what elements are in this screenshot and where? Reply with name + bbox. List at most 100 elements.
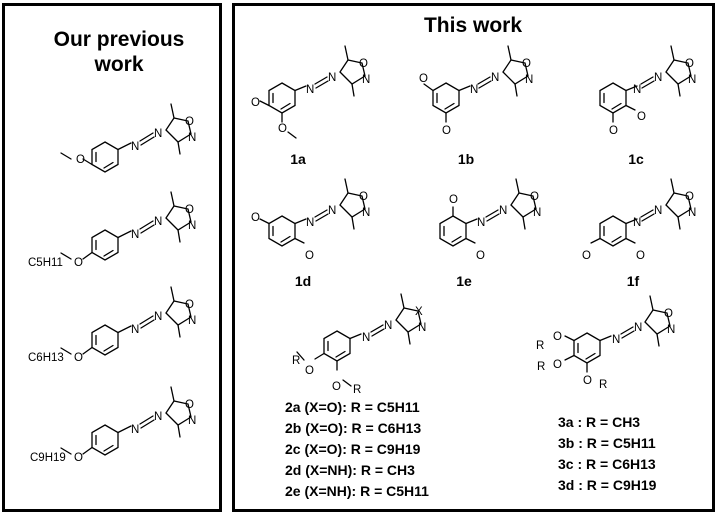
svg-text:O: O: [419, 73, 428, 85]
svg-text:O: O: [251, 212, 260, 224]
series3-line-3b: 3b : R = C5H11: [558, 435, 656, 451]
label-1d: 1d: [295, 273, 311, 289]
svg-text:N: N: [131, 229, 139, 241]
structure-1d: [259, 215, 307, 247]
svg-text:N: N: [633, 217, 641, 229]
isoxazole-ring: [165, 103, 192, 155]
structure-1b: [423, 82, 471, 123]
atom-x: X: [415, 306, 423, 318]
svg-text:O: O: [442, 125, 451, 137]
svg-text:N: N: [418, 322, 426, 334]
svg-text:O: O: [553, 331, 562, 343]
svg-text:N: N: [188, 220, 196, 232]
svg-text:O: O: [685, 58, 694, 70]
heading-previous-line2: work: [93, 53, 143, 76]
series3-line-3a: 3a : R = CH3: [558, 414, 640, 430]
series2-line-2b: 2b (X=O): R = C6H13: [285, 420, 421, 436]
structure-1f: [590, 215, 638, 247]
svg-text:R: R: [537, 361, 545, 373]
svg-text:N: N: [477, 217, 485, 229]
svg-text:O: O: [278, 123, 287, 135]
svg-text:O: O: [582, 250, 591, 262]
svg-text:R: R: [353, 384, 361, 396]
heading-this-work: This work: [424, 14, 522, 37]
series2-line-2e: 2e (X=NH): R = C5H11: [285, 483, 429, 499]
svg-text:N: N: [131, 324, 139, 336]
svg-text:O: O: [185, 399, 194, 411]
svg-text:N: N: [533, 207, 541, 219]
svg-text:O: O: [685, 191, 694, 203]
substituent-c5h11: C5H11: [28, 257, 63, 269]
svg-text:O: O: [636, 250, 645, 262]
svg-text:O: O: [332, 381, 341, 393]
substituent-c9h19: C9H19: [30, 452, 66, 464]
label-1c: 1c: [628, 151, 644, 167]
svg-text:N: N: [306, 84, 314, 96]
svg-text:O: O: [522, 58, 531, 70]
svg-text:O: O: [609, 125, 618, 137]
svg-text:N: N: [667, 324, 675, 336]
series3-line-3c: 3c : R = C6H13: [558, 456, 656, 472]
azo-linkage: [139, 132, 155, 146]
svg-text:O: O: [74, 352, 83, 364]
svg-text:N: N: [154, 311, 162, 323]
heading-previous-line1: Our previous: [54, 28, 185, 51]
structure-1c: [599, 82, 638, 123]
svg-text:N: N: [499, 205, 507, 217]
svg-text:O: O: [553, 359, 562, 371]
svg-text:N: N: [688, 207, 696, 219]
label-1e: 1e: [456, 273, 472, 289]
series2-line-2d: 2d (X=NH): R = CH3: [285, 462, 415, 478]
svg-text:N: N: [188, 132, 196, 144]
svg-text:O: O: [637, 111, 646, 123]
svg-text:O: O: [359, 191, 368, 203]
svg-text:N: N: [654, 205, 662, 217]
svg-text:N: N: [306, 217, 314, 229]
structure-series-2: [296, 330, 362, 387]
svg-text:O: O: [476, 250, 485, 262]
structure-1a: [259, 82, 307, 139]
svg-text:N: N: [131, 424, 139, 436]
svg-text:N: N: [362, 332, 370, 344]
substituent-c6h13: C6H13: [28, 352, 64, 364]
svg-text:N: N: [634, 322, 642, 334]
svg-text:O: O: [664, 308, 673, 320]
structure-left-c9h19: [60, 424, 132, 456]
svg-text:O: O: [449, 194, 458, 206]
svg-text:N: N: [188, 415, 196, 427]
label-1f: 1f: [627, 273, 640, 289]
svg-text:O: O: [305, 365, 314, 377]
svg-text:O: O: [359, 58, 368, 70]
svg-text:O: O: [305, 250, 314, 262]
structure-left-c5h11: [60, 229, 132, 261]
svg-text:N: N: [154, 128, 162, 140]
label-1a: 1a: [290, 151, 306, 167]
svg-text:R: R: [536, 340, 544, 352]
svg-text:O: O: [74, 257, 83, 269]
svg-text:N: N: [384, 320, 392, 332]
structure-1e: [439, 206, 478, 247]
svg-text:O: O: [185, 204, 194, 216]
svg-text:O: O: [185, 116, 194, 128]
svg-text:N: N: [633, 84, 641, 96]
svg-text:N: N: [654, 72, 662, 84]
svg-text:N: N: [188, 315, 196, 327]
structure-series-3: [564, 332, 612, 373]
svg-text:R: R: [599, 379, 607, 391]
svg-text:O: O: [74, 452, 83, 464]
svg-text:O: O: [583, 375, 592, 387]
svg-text:N: N: [612, 334, 620, 346]
structure-left-c6h13: [60, 324, 132, 356]
svg-text:O: O: [251, 97, 260, 109]
svg-text:N: N: [362, 207, 370, 219]
svg-text:N: N: [525, 74, 533, 86]
svg-text:N: N: [328, 72, 336, 84]
svg-text:O: O: [530, 191, 539, 203]
series3-line-3d: 3d : R = C9H19: [558, 477, 657, 493]
left-panel: [2, 3, 222, 512]
svg-text:N: N: [328, 205, 336, 217]
atom-o: O: [76, 154, 85, 166]
label-1b: 1b: [458, 151, 474, 167]
svg-text:N: N: [688, 74, 696, 86]
